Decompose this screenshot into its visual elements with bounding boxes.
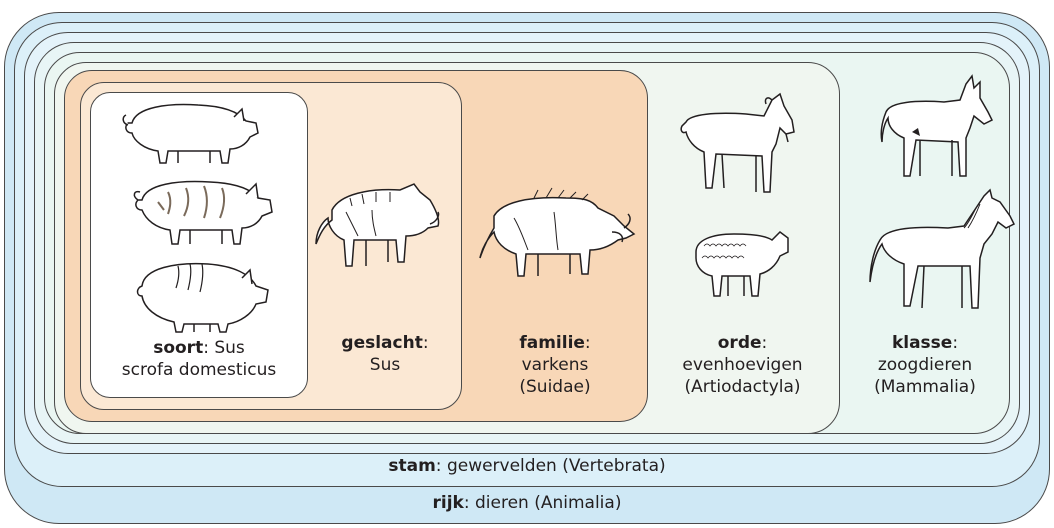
wild-boar-icon xyxy=(310,176,450,276)
orde-rank: orde xyxy=(718,333,762,353)
horse-icon xyxy=(864,186,1018,316)
orde-name-2: (Artiodactyla) xyxy=(650,376,835,398)
rijk-label: rijk: dieren (Animalia) xyxy=(4,492,1050,514)
soort-rank: soort xyxy=(153,338,203,358)
klasse-label: klasse: zoogdieren (Mammalia) xyxy=(845,332,1005,398)
soort-label: soort: Sus scrofa domesticus xyxy=(92,337,306,381)
sheep-icon xyxy=(688,222,792,302)
familie-name-2: (Suidae) xyxy=(470,376,640,398)
familie-name-1: varkens xyxy=(470,354,640,376)
soort-name-1: Sus xyxy=(214,338,244,358)
soort-name-2: scrofa domesticus xyxy=(92,359,306,381)
stam-name: gewervelden (Vertebrata) xyxy=(447,456,666,476)
stam-label: stam: gewervelden (Vertebrata) xyxy=(4,455,1050,477)
potbellied-pig-icon xyxy=(128,256,276,336)
familie-rank: familie xyxy=(519,333,585,353)
domestic-pig-icon xyxy=(118,97,266,169)
geslacht-rank: geslacht xyxy=(341,333,422,353)
orde-label: orde: evenhoevigen (Artiodactyla) xyxy=(650,332,835,398)
geslacht-label: geslacht: Sus xyxy=(312,332,458,376)
rijk-name: dieren (Animalia) xyxy=(475,493,621,513)
stam-rank: stam xyxy=(388,456,435,476)
geslacht-name-1: Sus xyxy=(312,354,458,376)
rijk-rank: rijk xyxy=(433,493,464,513)
klasse-name-1: zoogdieren xyxy=(845,354,1005,376)
klasse-rank: klasse xyxy=(892,333,952,353)
warthog-icon xyxy=(474,188,639,284)
orde-name-1: evenhoevigen xyxy=(650,354,835,376)
klasse-name-2: (Mammalia) xyxy=(845,376,1005,398)
familie-label: familie: varkens (Suidae) xyxy=(470,332,640,398)
spotted-pig-icon xyxy=(128,172,278,252)
goat-icon xyxy=(676,92,802,202)
donkey-icon xyxy=(876,72,998,184)
